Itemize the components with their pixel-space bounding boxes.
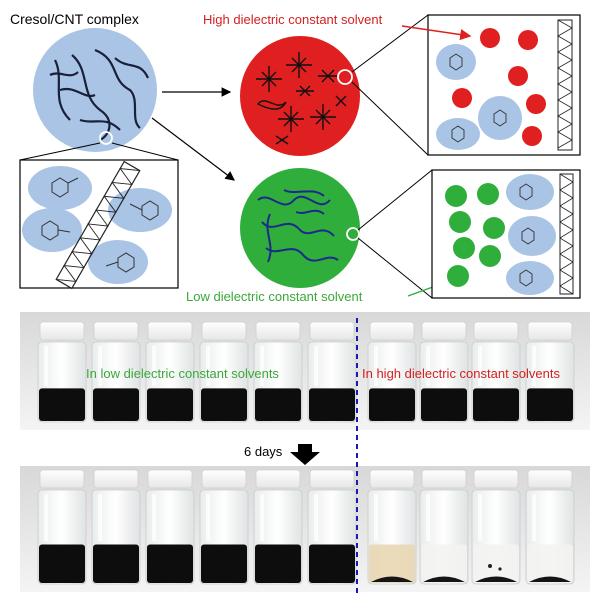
vial-dispersion [473, 388, 519, 421]
vial [307, 469, 357, 585]
vial [253, 469, 303, 585]
vial-cap [473, 321, 519, 341]
vial-dispersion [39, 388, 85, 421]
vial-sediment [423, 576, 465, 582]
vial [307, 321, 357, 423]
vial-cap [309, 469, 355, 489]
vial-sediment [475, 576, 517, 582]
vial-supernatant [527, 544, 573, 583]
arrow-to-low [151, 117, 235, 181]
vial-cap [369, 469, 415, 489]
vial-cap [255, 469, 301, 489]
vial-sediment [529, 576, 571, 582]
vial-dispersion [147, 544, 193, 583]
vial-dispersion [527, 388, 573, 421]
vial [145, 321, 195, 423]
vial-dispersion [369, 388, 415, 421]
vial-cap [147, 321, 193, 341]
complex-label: Cresol/CNT complex [10, 11, 139, 27]
vial-dispersion [255, 544, 301, 583]
vial [419, 321, 469, 423]
vial [37, 469, 87, 585]
arrow-high-label [401, 25, 472, 41]
vial-cap [201, 321, 247, 341]
photo-row-bottom [20, 466, 590, 592]
vial-dispersion [147, 388, 193, 421]
vial [37, 321, 87, 423]
aggregated-cnt-bundles [256, 52, 347, 145]
vial [419, 469, 469, 585]
vial-dispersion [39, 544, 85, 583]
vial-cap [421, 321, 467, 341]
vial-cap [93, 321, 139, 341]
vial-cap [527, 469, 573, 489]
photo-low-label: In low dielectric constant solvents [86, 366, 279, 381]
vial-cap [421, 469, 467, 489]
low-solvent-circle [240, 168, 360, 288]
vial-supernatant [473, 544, 519, 583]
vial-cap [39, 469, 85, 489]
vial-cap [255, 321, 301, 341]
vial [471, 469, 521, 585]
inset-high-contents [436, 19, 573, 151]
vial-group-top [37, 321, 575, 423]
low-solvent-label: Low dielectric constant solvent [186, 289, 363, 304]
vial-cap [309, 321, 355, 341]
zoom-spot-high [337, 69, 353, 85]
vial [525, 321, 575, 423]
photo-high-label: In high dielectric constant solvents [362, 366, 560, 381]
vial-dispersion [309, 544, 355, 583]
vial-cap [39, 321, 85, 341]
vial [199, 469, 249, 585]
vial-cap [201, 469, 247, 489]
inset-low-contents [445, 173, 574, 295]
vial-cap [147, 469, 193, 489]
vial-sediment [371, 576, 413, 582]
vial-dispersion [255, 388, 301, 421]
vial [199, 321, 249, 423]
vial-group-bottom [37, 469, 575, 585]
vial-cap [369, 321, 415, 341]
vial-dispersion [93, 544, 139, 583]
vial [367, 469, 417, 585]
vial-dispersion [201, 388, 247, 421]
high-solvent-label: High dielectric constant solvent [203, 12, 383, 27]
vial [253, 321, 303, 423]
vial-supernatant [421, 544, 467, 583]
time-step-label: 6 days [244, 444, 283, 459]
vial [367, 321, 417, 423]
vial-dispersion [309, 388, 355, 421]
inset-complex-contents [22, 160, 172, 290]
zoom-spot-low [346, 227, 360, 241]
vial [525, 469, 575, 585]
vial-dispersion [201, 544, 247, 583]
photo-row-top: In low dielectric constant solvents In h… [20, 312, 590, 430]
down-arrow-icon [290, 444, 320, 465]
vial [91, 469, 141, 585]
zoom-spot-left [99, 131, 113, 145]
vial-cap [527, 321, 573, 341]
vial-supernatant [369, 544, 415, 583]
vial [91, 321, 141, 423]
time-step: 6 days [244, 444, 320, 465]
vial [145, 469, 195, 585]
vial-cap [93, 469, 139, 489]
schematic: Cresol/CNT complex [10, 11, 581, 304]
vial-dispersion [93, 388, 139, 421]
vial-cap [473, 469, 519, 489]
vial [471, 321, 521, 423]
vial-dispersion [421, 388, 467, 421]
dispersed-cnt-strands [257, 189, 339, 263]
cresol-cnt-complex-circle [33, 28, 157, 152]
